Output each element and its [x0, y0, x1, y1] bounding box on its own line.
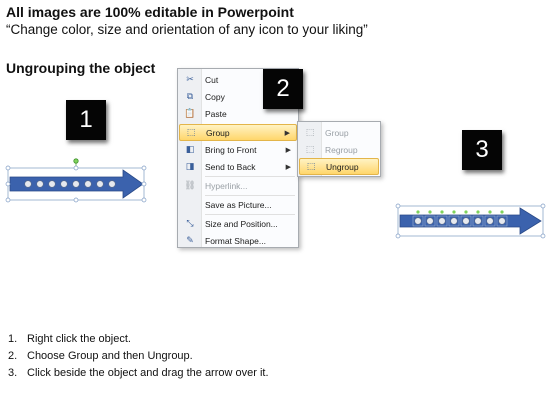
- submenu-arrow-icon: ▶: [284, 129, 290, 137]
- submenu-item-regroup: ⬚ Regroup: [299, 141, 379, 158]
- page-subtitle: “Change color, size and orientation of a…: [6, 22, 368, 37]
- format-shape-icon: ✎: [186, 235, 194, 245]
- group-icon: ⬚: [186, 127, 196, 137]
- group-icon: ⬚: [305, 127, 315, 137]
- menu-separator: [205, 214, 295, 215]
- submenu-item-label: Regroup: [325, 144, 358, 155]
- menu-item-label: Copy: [205, 91, 225, 102]
- menu-item-label: Paste: [205, 108, 227, 119]
- copy-icon: ⧉: [186, 91, 194, 101]
- menu-item-format-shape[interactable]: ✎ Format Shape...: [179, 232, 297, 249]
- arrow-shape: [399, 207, 542, 235]
- ungroup-icon: ⬚: [306, 161, 316, 171]
- step-2-badge: 2: [263, 69, 303, 109]
- arrow-dots: [24, 180, 116, 188]
- menu-item-size-and-position[interactable]: ⤡ Size and Position...: [179, 215, 297, 232]
- menu-item-label: Size and Position...: [205, 218, 278, 229]
- instruction-list: 1.Right click the object. 2.Choose Group…: [8, 331, 269, 382]
- submenu-item-group: ⬚ Group: [299, 124, 379, 141]
- menu-item-label: Bring to Front: [205, 144, 257, 155]
- size-position-icon: ⤡: [186, 218, 194, 228]
- submenu-arrow-icon: ▶: [285, 163, 291, 171]
- ungrouped-arrow-object[interactable]: [395, 198, 546, 242]
- instruction-item: 3.Click beside the object and drag the a…: [8, 367, 269, 379]
- page-title: All images are 100% editable in Powerpoi…: [6, 4, 294, 20]
- menu-item-label: Group: [206, 127, 230, 138]
- submenu-arrow-icon: ▶: [285, 146, 291, 154]
- scissors-icon: ✂: [186, 74, 194, 84]
- regroup-icon: ⬚: [305, 144, 315, 154]
- menu-item-label: Format Shape...: [205, 235, 266, 246]
- menu-item-send-to-back[interactable]: ◨ Send to Back ▶: [179, 158, 297, 175]
- menu-item-hyperlink: ⛓ Hyperlink...: [179, 177, 297, 194]
- menu-item-label: Cut: [205, 74, 219, 85]
- paste-icon: 📋: [184, 108, 196, 118]
- rotation-handle[interactable]: [73, 158, 79, 164]
- context-menu: ✂ Cut ⧉ Copy 📋 Paste ⬚ Group ▶ ◧ Bring t…: [177, 68, 299, 248]
- menu-separator: [205, 176, 295, 177]
- instruction-item: 1.Right click the object.: [8, 333, 131, 345]
- instruction-item: 2.Choose Group and then Ungroup.: [8, 350, 193, 362]
- bring-to-front-icon: ◧: [185, 144, 195, 154]
- submenu-item-label: Group: [325, 127, 349, 138]
- selection-handles[interactable]: [395, 203, 546, 239]
- hyperlink-icon: ⛓: [184, 180, 196, 190]
- menu-item-save-as-picture[interactable]: Save as Picture...: [179, 196, 297, 213]
- menu-item-group[interactable]: ⬚ Group ▶: [179, 124, 297, 141]
- ungrouped-dots[interactable]: [412, 210, 508, 227]
- menu-item-cut[interactable]: ✂ Cut: [179, 71, 297, 88]
- selection-handles[interactable]: [5, 165, 147, 203]
- section-title: Ungrouping the object: [6, 60, 156, 76]
- submenu-item-ungroup[interactable]: ⬚ Ungroup: [299, 158, 379, 175]
- menu-item-label: Hyperlink...: [205, 180, 248, 191]
- menu-item-copy[interactable]: ⧉ Copy: [179, 88, 297, 105]
- group-submenu: ⬚ Group ⬚ Regroup ⬚ Ungroup: [297, 121, 381, 177]
- menu-separator: [205, 195, 295, 196]
- step-1-badge: 1: [66, 100, 106, 140]
- step-3-badge: 3: [462, 130, 502, 170]
- menu-item-label: Send to Back: [205, 161, 256, 172]
- menu-item-paste[interactable]: 📋 Paste: [179, 105, 297, 122]
- menu-item-bring-to-front[interactable]: ◧ Bring to Front ▶: [179, 141, 297, 158]
- send-to-back-icon: ◨: [185, 161, 195, 171]
- menu-item-label: Save as Picture...: [205, 199, 272, 210]
- submenu-item-label: Ungroup: [326, 161, 359, 172]
- context-menu-gutter: [178, 69, 202, 247]
- selection-frame: [397, 205, 544, 237]
- grouped-arrow-object[interactable]: [5, 158, 147, 208]
